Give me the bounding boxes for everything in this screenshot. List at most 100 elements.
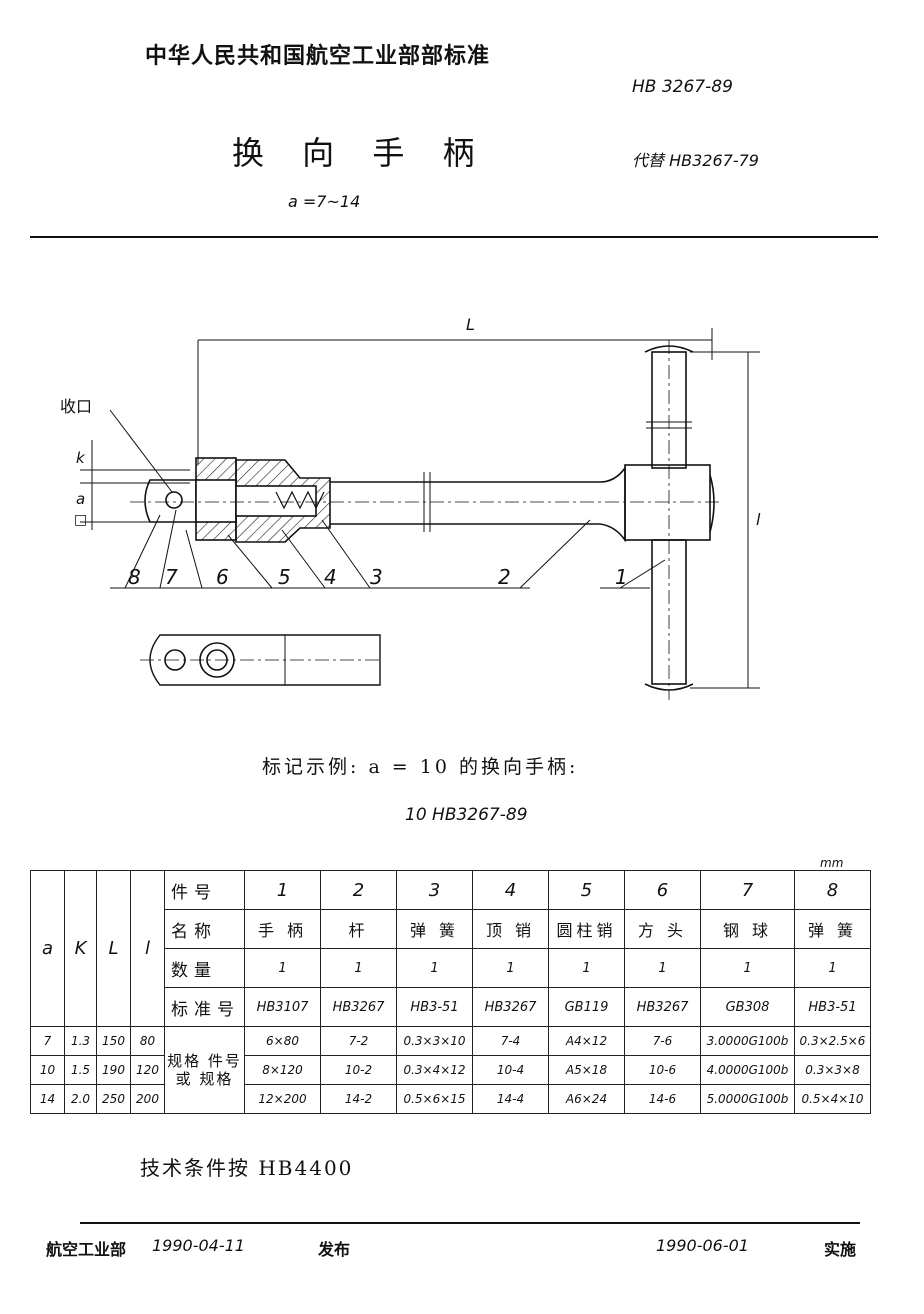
row-a: 7 bbox=[30, 1026, 65, 1056]
part-std: GB119 bbox=[548, 987, 625, 1027]
spec-cell: 6×80 bbox=[244, 1026, 321, 1056]
supersedes-note: 代替 HB3267-79 bbox=[632, 151, 759, 170]
part-qty: 1 bbox=[700, 948, 795, 988]
row-l: 120 bbox=[130, 1055, 165, 1085]
row-name-label: 名称 bbox=[164, 909, 245, 949]
part-std: HB3-51 bbox=[794, 987, 871, 1027]
part-name: 钢 球 bbox=[700, 909, 795, 949]
row-std-label: 标准号 bbox=[164, 987, 245, 1027]
part-no: 4 bbox=[472, 870, 549, 910]
row-k: 2.0 bbox=[64, 1084, 97, 1114]
dim-a-label: a bbox=[76, 490, 85, 508]
spec-cell: 7-4 bbox=[472, 1026, 549, 1056]
part-label-4: 4 bbox=[324, 565, 337, 589]
spec-cell: 10-6 bbox=[624, 1055, 701, 1085]
tool-drawing: 收口 L l k a □ 8 7 6 5 4 3 2 1 bbox=[60, 315, 761, 700]
part-label-3: 3 bbox=[370, 565, 383, 589]
part-qty: 1 bbox=[624, 948, 701, 988]
part-name: 手 柄 bbox=[244, 909, 321, 949]
spec-cell: 12×200 bbox=[244, 1084, 321, 1114]
spec-cell: 0.3×3×8 bbox=[794, 1055, 871, 1085]
part-no: 8 bbox=[794, 870, 871, 910]
issue-label: 发布 bbox=[318, 1240, 351, 1259]
part-std: HB3267 bbox=[624, 987, 701, 1027]
part-qty: 1 bbox=[548, 948, 625, 988]
implementation-date: 1990-06-01 bbox=[656, 1236, 749, 1255]
col-k-header: K bbox=[64, 870, 97, 1027]
spec-cell: 0.5×6×15 bbox=[396, 1084, 473, 1114]
row-L: 150 bbox=[96, 1026, 131, 1056]
dim-k-label: k bbox=[76, 449, 86, 467]
row-a: 14 bbox=[30, 1084, 65, 1114]
issue-date: 1990-04-11 bbox=[152, 1236, 245, 1255]
part-std: GB308 bbox=[700, 987, 795, 1027]
footer-rule bbox=[80, 1222, 860, 1224]
spec-cell: 7-6 bbox=[624, 1026, 701, 1056]
part-qty: 1 bbox=[244, 948, 321, 988]
spec-cell: 4.0000G100b bbox=[700, 1055, 795, 1085]
spec-cell: 14-4 bbox=[472, 1084, 549, 1114]
part-name: 圆柱销 bbox=[548, 909, 625, 949]
row-part-no-label: 件号 bbox=[164, 870, 245, 910]
org-title: 中华人民共和国航空工业部部标准 bbox=[145, 44, 491, 69]
part-label-2: 2 bbox=[498, 565, 511, 589]
implementation-label: 实施 bbox=[824, 1240, 857, 1259]
part-name: 方 头 bbox=[624, 909, 701, 949]
row-spec-label: 规格 件号 或 规格 bbox=[164, 1026, 245, 1114]
dim-L-label: L bbox=[466, 315, 475, 334]
part-qty: 1 bbox=[320, 948, 397, 988]
part-qty: 1 bbox=[794, 948, 871, 988]
issuer: 航空工业部 bbox=[46, 1240, 127, 1259]
row-k: 1.3 bbox=[64, 1026, 97, 1056]
shoukou-label: 收口 bbox=[60, 397, 92, 416]
part-no: 6 bbox=[624, 870, 701, 910]
spec-cell: 14-2 bbox=[320, 1084, 397, 1114]
spec-cell: A5×18 bbox=[548, 1055, 625, 1085]
spec-cell: A6×24 bbox=[548, 1084, 625, 1114]
spec-cell: 7-2 bbox=[320, 1026, 397, 1056]
col-L-header: L bbox=[96, 870, 131, 1027]
row-l: 200 bbox=[130, 1084, 165, 1114]
part-name: 弹 簧 bbox=[396, 909, 473, 949]
header-rule bbox=[30, 236, 878, 238]
spec-cell: 10-4 bbox=[472, 1055, 549, 1085]
row-qty-label: 数量 bbox=[164, 948, 245, 988]
part-name: 弹 簧 bbox=[794, 909, 871, 949]
standard-number: HB 3267-89 bbox=[632, 77, 733, 97]
part-no: 3 bbox=[396, 870, 473, 910]
spec-cell: 0.3×2.5×6 bbox=[794, 1026, 871, 1056]
spec-cell: 5.0000G100b bbox=[700, 1084, 795, 1114]
col-l-header: l bbox=[130, 870, 165, 1027]
part-label-8: 8 bbox=[128, 565, 141, 589]
size-range: a =7~14 bbox=[288, 192, 361, 211]
spec-cell: 0.3×3×10 bbox=[396, 1026, 473, 1056]
part-std: HB3-51 bbox=[396, 987, 473, 1027]
spec-cell: 0.3×4×12 bbox=[396, 1055, 473, 1085]
dim-l-label: l bbox=[756, 510, 761, 529]
col-a-header: a bbox=[30, 870, 65, 1027]
marking-example: 标记示例: a = 10 的换向手柄: bbox=[262, 756, 579, 778]
part-name: 顶 销 bbox=[472, 909, 549, 949]
part-no: 2 bbox=[320, 870, 397, 910]
part-label-1: 1 bbox=[615, 565, 628, 589]
tech-conditions: 技术条件按 HB4400 bbox=[140, 1156, 354, 1180]
spec-cell: 0.5×4×10 bbox=[794, 1084, 871, 1114]
dim-square-label: □ bbox=[74, 512, 87, 528]
part-std: HB3267 bbox=[320, 987, 397, 1027]
part-name: 杆 bbox=[320, 909, 397, 949]
part-label-5: 5 bbox=[278, 565, 291, 589]
row-k: 1.5 bbox=[64, 1055, 97, 1085]
document-title: 换 向 手 柄 bbox=[232, 134, 489, 172]
spec-cell: 14-6 bbox=[624, 1084, 701, 1114]
row-L: 190 bbox=[96, 1055, 131, 1085]
unit-label: mm bbox=[820, 856, 844, 870]
spec-cell: A4×12 bbox=[548, 1026, 625, 1056]
part-std: HB3267 bbox=[472, 987, 549, 1027]
part-no: 5 bbox=[548, 870, 625, 910]
row-l: 80 bbox=[130, 1026, 165, 1056]
spec-cell: 8×120 bbox=[244, 1055, 321, 1085]
marking-code: 10 HB3267-89 bbox=[405, 805, 528, 825]
part-label-6: 6 bbox=[216, 565, 229, 589]
part-label-7: 7 bbox=[165, 565, 178, 589]
row-L: 250 bbox=[96, 1084, 131, 1114]
